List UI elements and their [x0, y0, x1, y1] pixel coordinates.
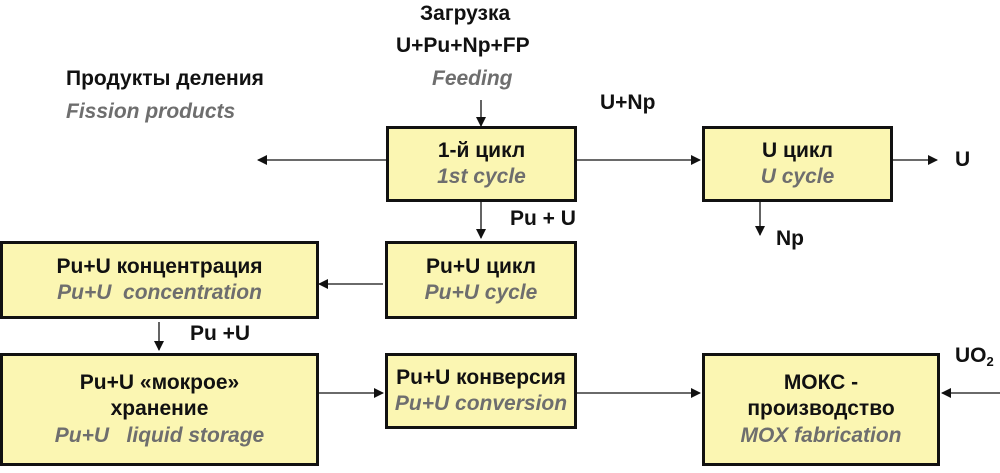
flow-label-pu-u-2: Pu +U — [190, 322, 251, 345]
fission-products-label: Продукты деления — [66, 67, 264, 90]
puu-concentration-en: Pu+U concentration — [57, 281, 262, 304]
u-cycle-box: U цикл U cycle — [702, 126, 893, 202]
puu-cycle-ru: Pu+U цикл — [425, 254, 537, 278]
flow-label-np-out: Np — [776, 227, 804, 250]
u-cycle-en: U cycle — [760, 165, 835, 188]
mox-ru-line1: МОКС - — [783, 371, 859, 395]
flow-label-uo2: UO2 — [955, 344, 994, 369]
first-cycle-en: 1st cycle — [437, 165, 526, 188]
puu-conversion-ru: Pu+U конверсия — [396, 365, 566, 389]
mox-ru-line2: производство — [747, 397, 895, 421]
puu-storage-ru-line1: Pu+U «мокрое» — [79, 371, 240, 395]
mox-fabrication-box: МОКС - производство MOX fabrication — [702, 353, 940, 466]
puu-conversion-box: Pu+U конверсия Pu+U conversion — [385, 353, 577, 429]
puu-concentration-box: Pu+U концентрация Pu+U concentration — [0, 241, 319, 319]
first-cycle-ru: 1-й цикл — [437, 138, 526, 162]
feed-title: Загрузка — [420, 2, 511, 25]
puu-storage-box: Pu+U «мокрое» хранение Pu+U liquid stora… — [0, 353, 319, 466]
u-cycle-ru: U цикл — [762, 138, 833, 162]
mox-en: MOX fabrication — [740, 423, 902, 447]
puu-storage-en: Pu+U liquid storage — [54, 423, 265, 447]
feed-english: Feeding — [432, 67, 513, 90]
flow-label-u-np: U+Np — [600, 91, 656, 114]
fission-products-english: Fission products — [66, 100, 236, 123]
puu-cycle-box: Pu+U цикл Pu+U cycle — [385, 241, 577, 319]
feed-composition: U+Pu+Np+FP — [396, 34, 530, 57]
flow-label-u-out: U — [955, 148, 971, 171]
puu-conversion-en: Pu+U conversion — [394, 392, 568, 415]
puu-concentration-ru: Pu+U концентрация — [56, 254, 263, 278]
puu-storage-ru-line2: хранение — [110, 397, 209, 421]
first-cycle-box: 1-й цикл 1st cycle — [386, 126, 577, 202]
puu-cycle-en: Pu+U cycle — [424, 281, 538, 304]
flow-label-pu-u-1: Pu + U — [510, 207, 576, 230]
